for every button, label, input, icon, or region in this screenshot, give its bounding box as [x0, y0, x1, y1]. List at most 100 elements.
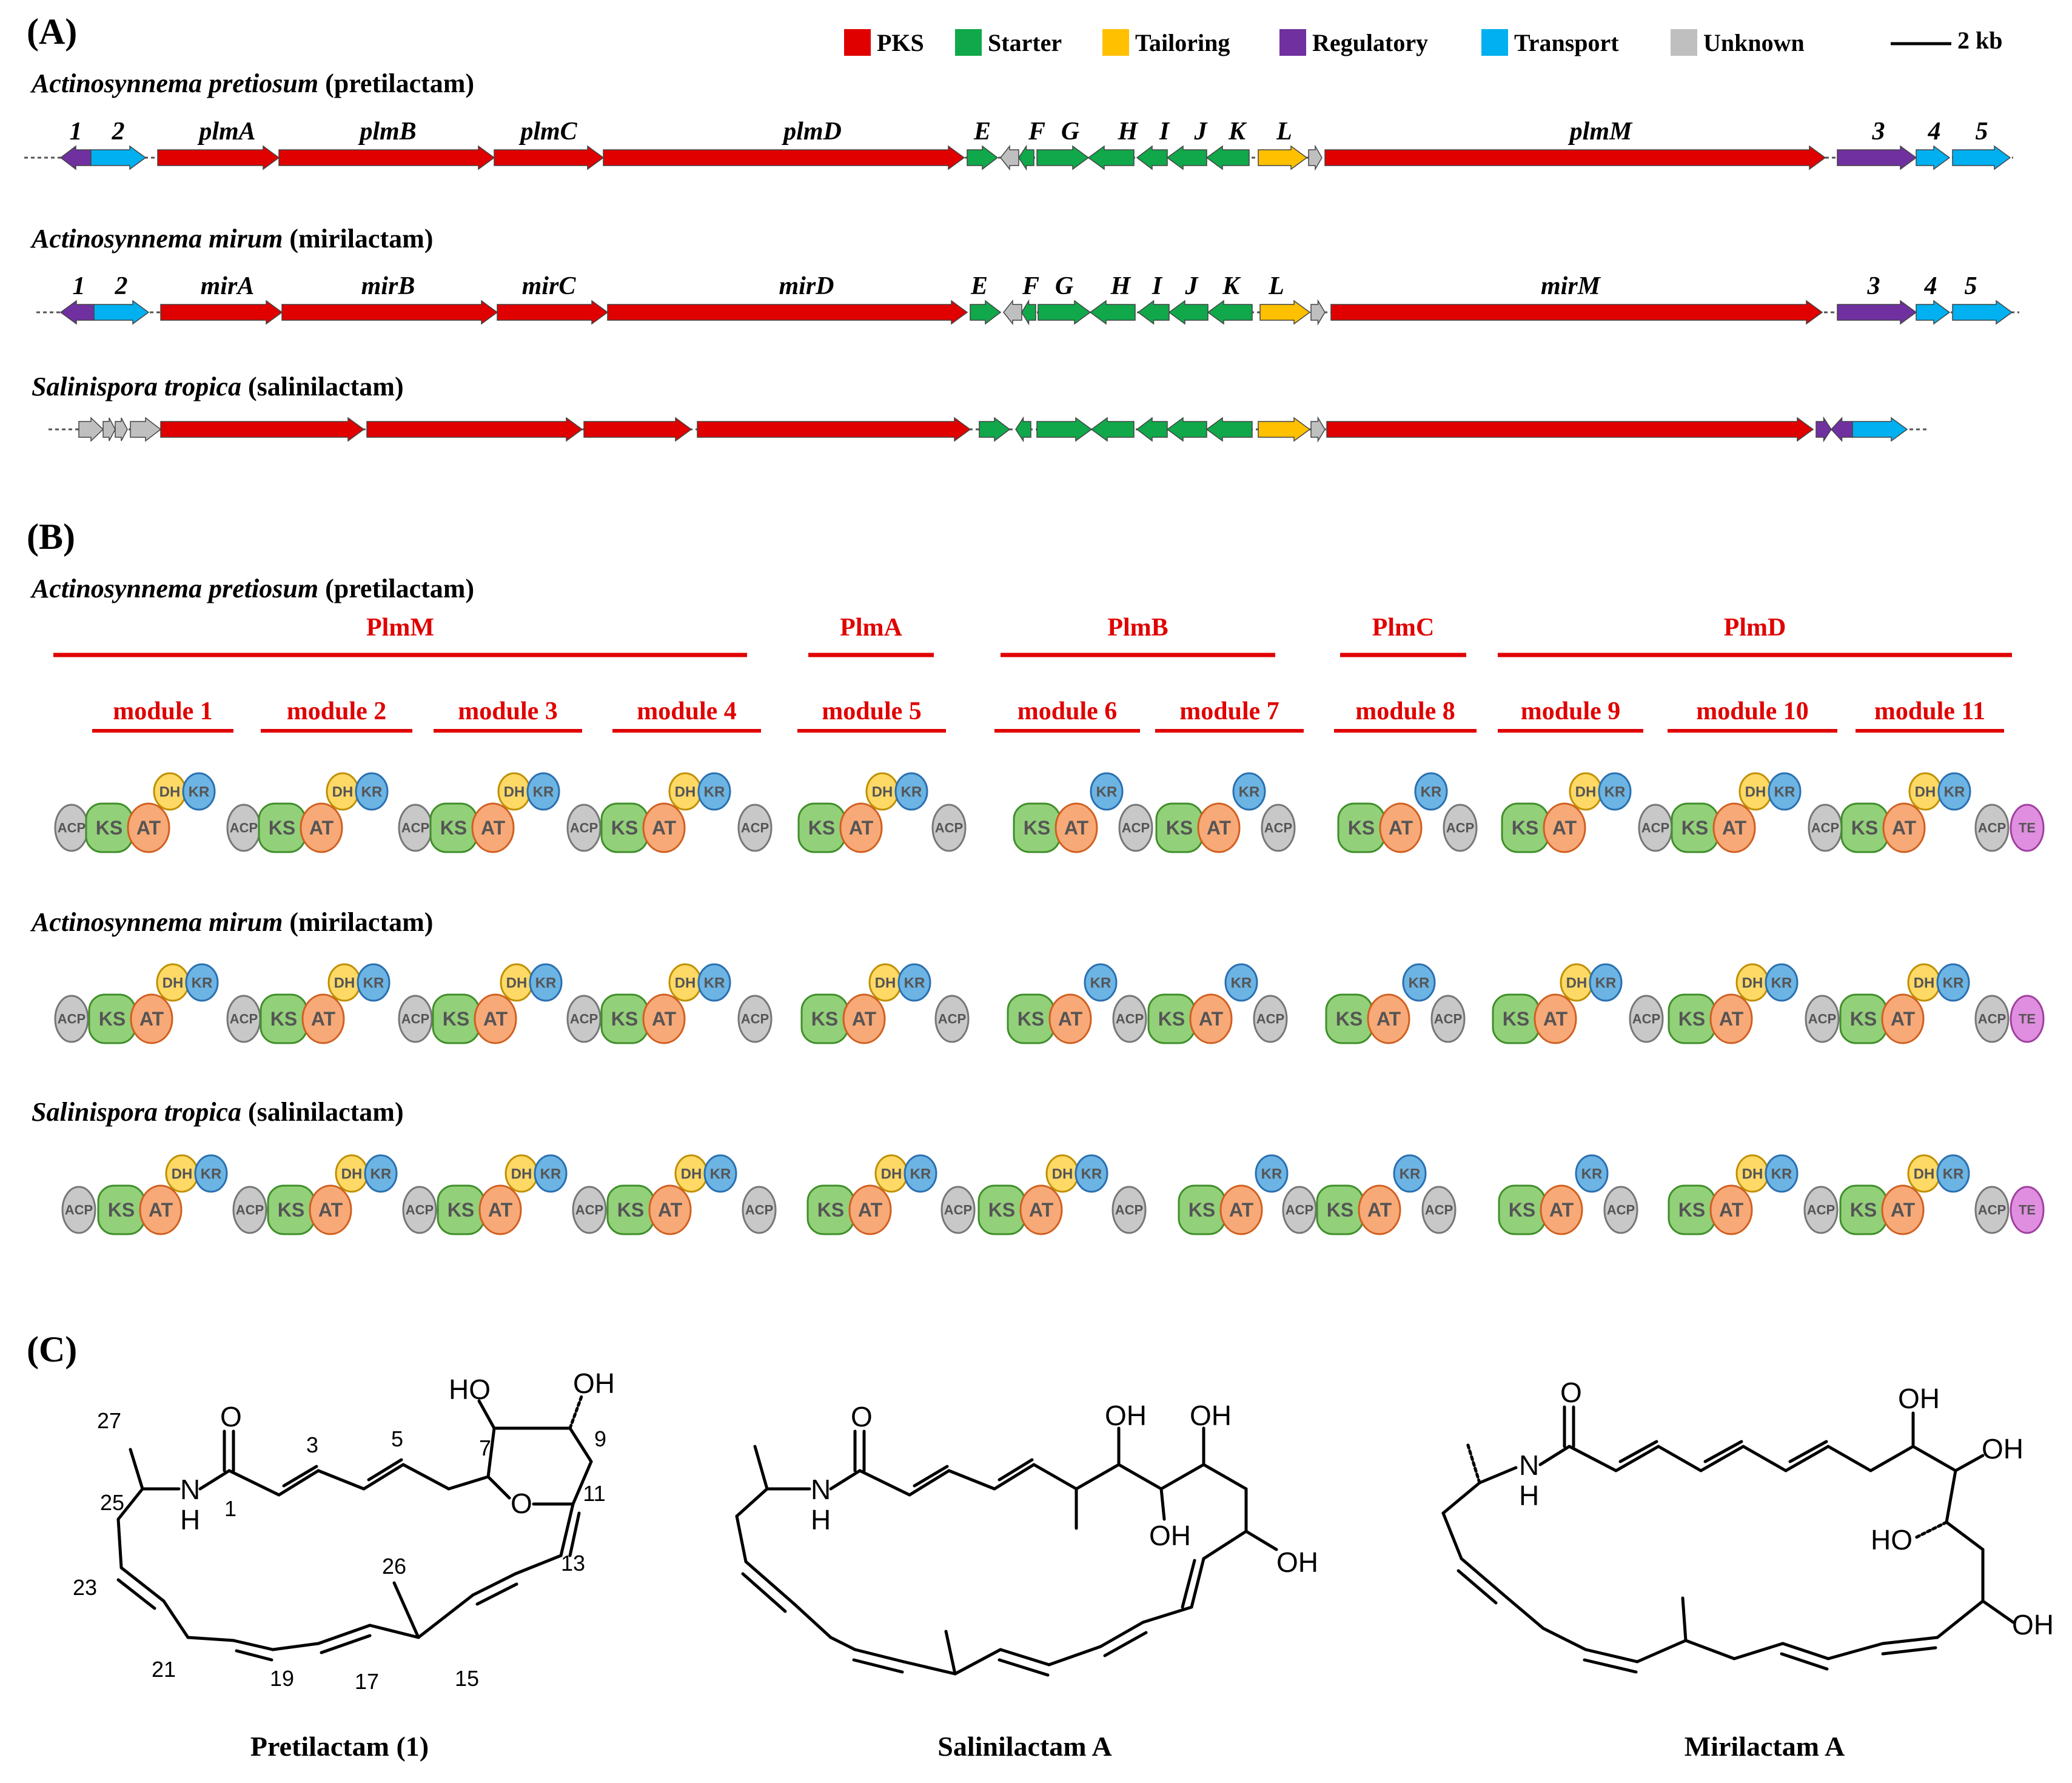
module-label-4: module 4: [637, 697, 737, 725]
domain-at-20: [642, 802, 686, 853]
domain-label-acp-147: ACP: [1425, 1203, 1453, 1218]
mirilactam-OH-2: OH: [1982, 1433, 2023, 1465]
domain-label-at-138: AT: [1029, 1199, 1054, 1221]
atom-number-21: 21: [152, 1657, 176, 1682]
domain-label-at-20: AT: [652, 817, 677, 839]
domain-label-ks-141: KS: [1189, 1199, 1215, 1221]
domain-label-acp-80: ACP: [938, 1012, 966, 1027]
legend-swatch-starter: [955, 29, 982, 56]
atom-number-11: 11: [583, 1481, 605, 1506]
protein-label-plmm: PlmM: [366, 614, 434, 642]
domain-label-at-96: AT: [1543, 1008, 1568, 1030]
gene-label-track1-10: H: [1118, 118, 1139, 146]
module-label-2: module 2: [287, 697, 387, 725]
domain-label-ks-73: KS: [611, 1008, 638, 1030]
domain-label-at-74: AT: [652, 1008, 677, 1030]
domain-label-kr-72: KR: [704, 975, 725, 991]
salinilactam-atom-H: H: [811, 1504, 831, 1536]
salinilactam-atom-N: N: [811, 1474, 831, 1505]
domain-label-kr-131: KR: [910, 1166, 931, 1182]
gene-label-track1-3: plmA: [197, 118, 255, 146]
gene-arrow-track3-14: [1166, 417, 1207, 442]
domain-label-at-33: AT: [1207, 817, 1232, 839]
gene-arrow-track2-16: [1310, 299, 1326, 326]
gene-label-track2-9: G: [1055, 272, 1073, 300]
protein-label-plmc: PlmC: [1372, 614, 1435, 642]
domain-te-108: [2010, 995, 2045, 1043]
mirilactam-OH-1: OH: [1898, 1383, 1940, 1414]
pretilactam-atom-O: O: [220, 1401, 242, 1432]
domain-label-ks-24: KS: [808, 817, 835, 839]
domain-label-acp-16: ACP: [570, 821, 598, 836]
domain-label-at-155: AT: [1719, 1199, 1744, 1221]
domain-at-155: [1709, 1184, 1753, 1235]
domain-kr-136: [1075, 1154, 1108, 1193]
domain-label-kr-31: KR: [1239, 784, 1260, 800]
domain-label-at-69: AT: [483, 1008, 508, 1030]
gene-label-track1-12: J: [1194, 118, 1209, 146]
gene-arrow-track1-12: [1136, 145, 1168, 170]
domain-label-ks-154: KS: [1678, 1199, 1705, 1221]
domain-kr-67: [529, 963, 563, 1002]
domain-at-128: [648, 1184, 692, 1235]
domain-label-acp-11: ACP: [401, 821, 429, 836]
legend-label-transport: Transport: [1514, 29, 1619, 56]
gene-arrow-track1-17: [1324, 145, 1826, 170]
domain-label-kr-158: KR: [1943, 1166, 1964, 1182]
domain-label-acp-84: ACP: [1116, 1012, 1144, 1027]
gene-arrow-track1-13: [1166, 145, 1207, 170]
domain-label-acp-114: ACP: [236, 1203, 264, 1218]
pretilactam-ring-O: O: [511, 1488, 532, 1519]
domain-label-ks-32: KS: [1166, 817, 1193, 839]
domain-label-ks-4: KS: [96, 817, 122, 839]
domain-at-123: [478, 1184, 522, 1235]
protein-label-plmb: PlmB: [1107, 614, 1168, 642]
domain-label-dh-76: DH: [875, 975, 896, 991]
domain-label-at-52: AT: [1892, 817, 1917, 839]
domain-label-kr-57: KR: [192, 975, 213, 991]
cluster-1-title: Actinosynnema pretiosum (pretilactam): [30, 69, 474, 98]
domain-kr-45: [1768, 772, 1802, 811]
gene-arrow-track1-2: [90, 145, 147, 170]
gene-arrow-track3-1: [78, 417, 104, 442]
domain-label-dh-115: DH: [341, 1166, 363, 1182]
gene-arrow-track3-11: [1036, 417, 1093, 442]
domain-kr-31: [1232, 772, 1266, 811]
domain-label-at-150: AT: [1549, 1199, 1574, 1221]
domain-label-kr-116: KR: [370, 1166, 392, 1182]
domain-label-ks-145: KS: [1327, 1199, 1353, 1221]
domain-label-kr-111: KR: [201, 1166, 222, 1182]
domain-label-ks-137: KS: [988, 1199, 1015, 1221]
domain-acp-156: [1803, 1186, 1839, 1234]
domain-label-dh-49: DH: [1915, 784, 1936, 800]
gene-label-track2-8: F: [1022, 272, 1039, 300]
salinilactam-atom-O: O: [851, 1401, 873, 1432]
domain-label-dh-56: DH: [163, 975, 184, 991]
gene-arrow-track1-18: [1837, 145, 1917, 170]
gene-label-track2-16: 3: [1867, 272, 1880, 300]
domain-label-at-133: AT: [858, 1199, 883, 1221]
gene-arrow-track3-16: [1258, 417, 1311, 442]
domain-kr-104: [1936, 963, 1970, 1002]
gene-arrow-track3-4: [130, 417, 162, 442]
domain-acp-38: [1443, 804, 1478, 852]
gene-label-track2-6: mirD: [779, 272, 834, 300]
domain-kr-18: [697, 772, 731, 811]
gene-arrow-track2-6: [607, 300, 968, 325]
gene-arrow-track1-4: [278, 145, 495, 170]
domain-label-kr-89: KR: [1409, 975, 1430, 991]
domain-label-kr-136: KR: [1081, 1166, 1102, 1182]
gene-arrow-track1-6: [603, 145, 965, 170]
protein-label-plma: PlmA: [840, 614, 902, 642]
domain-label-ks-46: KS: [1681, 817, 1708, 839]
domain-acp-55: [54, 995, 89, 1043]
gene-arrow-track2-1: [59, 300, 95, 325]
domain-label-te-162: TE: [2019, 1203, 2036, 1218]
gene-label-track2-1: 1: [73, 272, 85, 300]
domain-label-acp-55: ACP: [58, 1012, 85, 1027]
domain-kr-23: [894, 772, 928, 811]
domain-acp-143: [1282, 1186, 1317, 1234]
domain-label-kr-148: KR: [1581, 1166, 1603, 1182]
domain-label-dh-7: DH: [332, 784, 354, 800]
